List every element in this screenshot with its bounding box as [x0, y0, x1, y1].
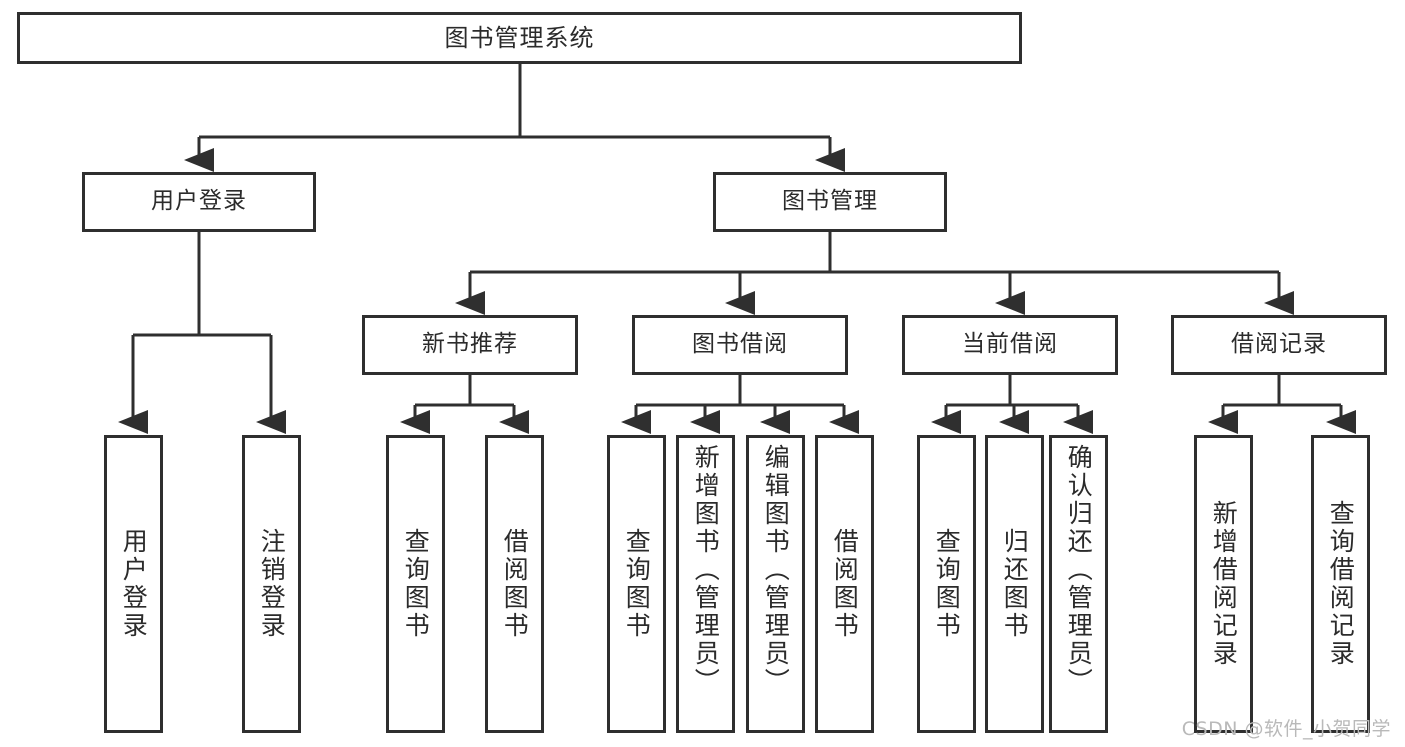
node-book-borrow[interactable]: 图书借阅 — [632, 315, 848, 375]
node-label: 归还图书 — [1000, 528, 1030, 640]
node-label: 注销登录 — [257, 528, 287, 640]
leaf-add-borrow-record[interactable]: 新增借阅记录 — [1194, 435, 1253, 733]
node-label: 新增图书（管理员） — [691, 444, 721, 696]
node-label: 图书管理系统 — [444, 23, 595, 52]
node-borrow-record[interactable]: 借阅记录 — [1171, 315, 1387, 375]
node-label: 借阅图书 — [500, 528, 530, 640]
watermark: CSDN @软件_小贺同学 — [1181, 718, 1391, 740]
node-label: 编辑图书（管理员） — [761, 444, 791, 696]
leaf-user-logout[interactable]: 注销登录 — [242, 435, 301, 733]
leaf-query-book-borrow[interactable]: 查询图书 — [607, 435, 666, 733]
node-label: 新书推荐 — [422, 331, 518, 358]
node-new-book-recommendation[interactable]: 新书推荐 — [362, 315, 578, 375]
node-label: 用户登录 — [151, 188, 247, 215]
node-label: 查询图书 — [622, 528, 652, 640]
leaf-return-book[interactable]: 归还图书 — [985, 435, 1044, 733]
node-book-management[interactable]: 图书管理 — [713, 172, 947, 232]
node-current-borrow[interactable]: 当前借阅 — [902, 315, 1118, 375]
node-label: 借阅记录 — [1231, 331, 1327, 358]
node-label: 用户登录 — [119, 528, 149, 640]
node-label: 查询借阅记录 — [1326, 500, 1356, 668]
leaf-add-book-admin[interactable]: 新增图书（管理员） — [676, 435, 735, 733]
leaf-query-borrow-record[interactable]: 查询借阅记录 — [1311, 435, 1370, 733]
node-label: 图书借阅 — [692, 331, 788, 358]
node-label: 确认归还（管理员） — [1064, 444, 1094, 696]
node-user-login[interactable]: 用户登录 — [82, 172, 316, 232]
leaf-edit-book-admin[interactable]: 编辑图书（管理员） — [746, 435, 805, 733]
node-label: 图书管理 — [782, 188, 878, 215]
node-label: 新增借阅记录 — [1209, 500, 1239, 668]
leaf-confirm-return-admin[interactable]: 确认归还（管理员） — [1049, 435, 1108, 733]
node-label: 查询图书 — [932, 528, 962, 640]
leaf-borrow-book[interactable]: 借阅图书 — [815, 435, 874, 733]
node-label: 查询图书 — [401, 528, 431, 640]
leaf-query-book-current[interactable]: 查询图书 — [917, 435, 976, 733]
node-label: 借阅图书 — [830, 528, 860, 640]
node-root-book-management-system[interactable]: 图书管理系统 — [17, 12, 1022, 64]
leaf-query-book-newbook[interactable]: 查询图书 — [386, 435, 445, 733]
node-label: 当前借阅 — [962, 331, 1058, 358]
leaf-user-login[interactable]: 用户登录 — [104, 435, 163, 733]
leaf-borrow-book-newbook[interactable]: 借阅图书 — [485, 435, 544, 733]
